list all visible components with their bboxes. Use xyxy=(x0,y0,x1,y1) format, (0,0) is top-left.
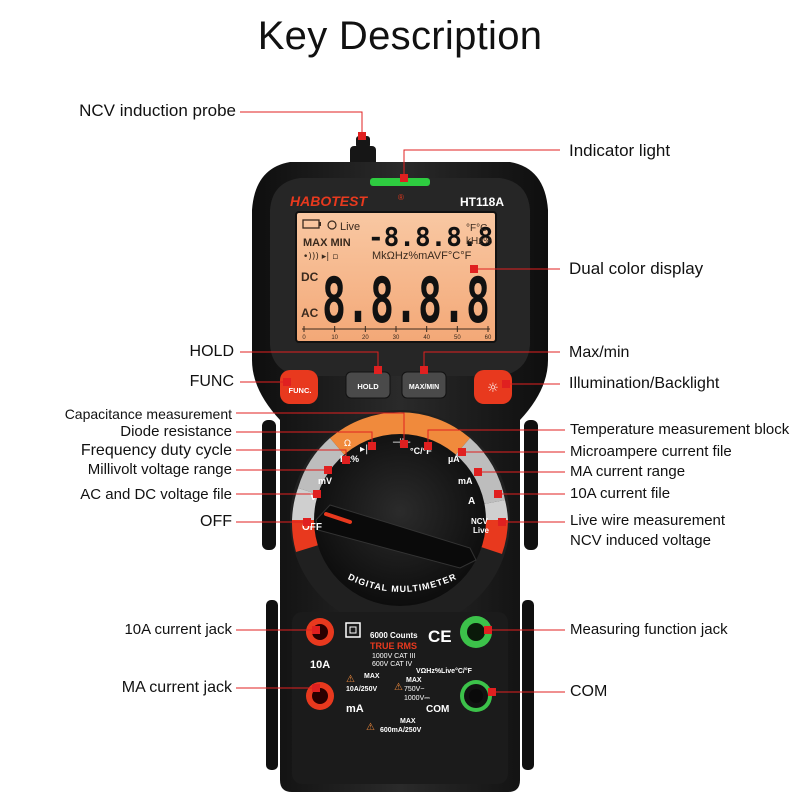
label-jack-10a: 10A current jack xyxy=(124,621,232,638)
model-number: HT118A xyxy=(460,195,504,209)
label-capacitance: Capacitance measurement xyxy=(64,406,232,422)
warning-icon-3: ⚠ xyxy=(366,722,375,733)
dial-a: A xyxy=(468,496,475,507)
dial-temp: °C/°F xyxy=(410,446,432,456)
jack-ma-label: mA xyxy=(346,703,364,715)
lcd-scale-label: 0 xyxy=(302,335,306,341)
label-diode: Diode resistance xyxy=(120,423,232,440)
max-v-1: MAX xyxy=(406,677,422,684)
cat-rating-1: 1000V CAT III xyxy=(372,653,415,660)
max-10a-1: MAX xyxy=(364,673,380,680)
lcd-small-digits: -8.8.8.8 xyxy=(368,223,493,253)
maxmin-button[interactable]: MAX/MIN xyxy=(401,371,447,399)
dial-diode-icon: ▸| xyxy=(360,444,368,455)
func-button[interactable]: FUNC. xyxy=(280,370,318,404)
max-ma-1: MAX xyxy=(400,718,416,725)
label-ma-range: MA current range xyxy=(570,463,686,480)
label-com: COM xyxy=(570,683,608,700)
label-maxmin: Max/min xyxy=(569,344,630,361)
page-title: Key Description xyxy=(257,14,543,58)
callout-lines xyxy=(236,111,565,693)
lcd-scale: 0 10 20 30 40 50 60 xyxy=(302,326,492,341)
backlight-button[interactable]: ☼ xyxy=(474,370,512,404)
label-indicator-light: Indicator light xyxy=(569,141,671,160)
dial-ohm-icon: Ω xyxy=(344,439,351,449)
label-jack-ma: MA current jack xyxy=(121,679,232,696)
double-insulation-icon xyxy=(345,622,361,638)
lcd-scale-label: 10 xyxy=(331,335,338,341)
label-ncv-voltage: NCV induced voltage xyxy=(570,532,711,549)
rotary-dial[interactable] xyxy=(290,410,510,630)
label-millivolt: Millivolt voltage range xyxy=(87,461,232,478)
dial-off: OFF xyxy=(302,522,322,533)
v-funcs: VΩHz%Live°C/°F xyxy=(416,667,473,675)
brand-mark: ® xyxy=(398,193,404,202)
lcd-maxmin: MAX MIN xyxy=(303,237,351,249)
lcd-scale-label: 40 xyxy=(423,335,430,341)
lcd-unit-row: MkΩHz%mAVF°C°F xyxy=(372,250,472,262)
lcd-live: Live xyxy=(340,221,360,233)
lcd-unit-top1: °F°C xyxy=(466,223,487,234)
lcd-scale-label: 30 xyxy=(393,335,400,341)
hold-button[interactable]: HOLD xyxy=(345,371,391,399)
dial-ua: µA xyxy=(448,454,460,464)
label-temperature: Temperature measurement block xyxy=(570,421,790,438)
jack-voltage[interactable] xyxy=(460,616,492,648)
max-ma-2: 600mA/250V xyxy=(380,727,422,734)
label-frequency: Frequency duty cycle xyxy=(80,442,232,459)
jack-10a-label: 10A xyxy=(310,659,330,671)
label-func: FUNC xyxy=(189,373,234,390)
jack-com-label: COM xyxy=(426,704,449,715)
label-illumination: Illumination/Backlight xyxy=(569,375,720,392)
auto-off-icon xyxy=(327,220,337,230)
lcd-dc: DC xyxy=(301,270,319,284)
jack-panel xyxy=(292,612,508,784)
label-10a-file: 10A current file xyxy=(570,485,671,502)
ce-mark: CE xyxy=(428,627,452,646)
dial-ncv: NCV xyxy=(471,517,489,526)
true-rms-label: TRUE RMS xyxy=(370,641,417,651)
brand-logo: HABOTEST xyxy=(290,193,368,209)
backlight-icon: ☼ xyxy=(487,381,499,396)
label-hold: HOLD xyxy=(189,343,234,360)
lcd-unit-top2: kHz% xyxy=(466,236,492,247)
label-dual-display: Dual color display xyxy=(569,259,704,278)
max-v-2: 750V~ xyxy=(404,686,424,693)
func-button-label: FUNC. xyxy=(289,386,312,395)
cat-rating-2: 600V CAT IV xyxy=(372,661,413,668)
label-live-wire: Live wire measurement xyxy=(570,512,726,529)
lcd-ac: AC xyxy=(301,306,319,320)
lcd-scale-label: 60 xyxy=(485,335,492,341)
label-acdc: AC and DC voltage file xyxy=(80,486,232,503)
label-ncv-probe: NCV induction probe xyxy=(79,101,236,120)
lcd-big-digits: 8.8.8.8 xyxy=(322,264,490,337)
maxmin-button-label: MAX/MIN xyxy=(409,384,439,391)
warning-icon-1: ⚠ xyxy=(346,674,355,685)
lcd-scale-label: 50 xyxy=(454,335,461,341)
dial-mv: mV xyxy=(318,476,332,486)
counts-label: 6000 Counts xyxy=(370,631,418,640)
callout-markers xyxy=(283,132,510,696)
dial-ma: mA xyxy=(458,476,473,486)
continuity-icon: •))) ▸| ▫ xyxy=(303,252,338,262)
dual-color-display: Live MAX MIN -8.8.8.8 °F°C kHz% •))) ▸| … xyxy=(295,211,497,343)
warning-icon-2: ⚠ xyxy=(394,682,403,693)
label-microampere: Microampere current file xyxy=(570,443,732,460)
hold-button-label: HOLD xyxy=(357,382,379,391)
max-v-3: 1000V⎓ xyxy=(404,695,430,702)
label-measuring-jack: Measuring function jack xyxy=(570,621,728,638)
dial-live: Live xyxy=(473,526,490,535)
label-off: OFF xyxy=(200,513,232,530)
lcd-scale-label: 20 xyxy=(362,335,369,341)
jack-com[interactable] xyxy=(460,680,492,712)
max-10a-2: 10A/250V xyxy=(346,686,377,693)
